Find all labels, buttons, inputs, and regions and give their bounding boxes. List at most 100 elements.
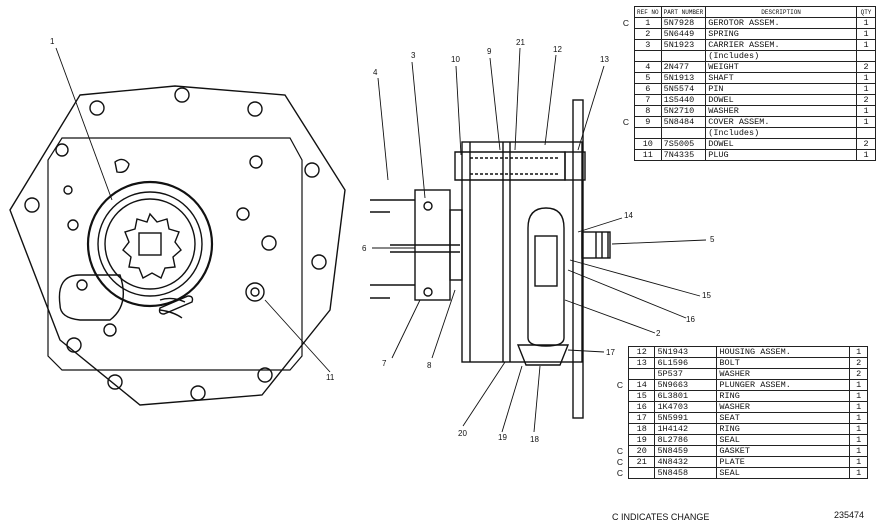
part-description: PLUG	[705, 149, 857, 161]
ref-number: 21	[627, 456, 656, 468]
end-plate-inner-square	[47, 137, 303, 371]
ref-number: 10	[634, 138, 662, 150]
part-number: 5P537	[654, 368, 718, 380]
change-mark	[612, 347, 629, 358]
quantity: 2	[849, 368, 868, 380]
change-mark: C	[616, 457, 624, 467]
part-description: RING	[716, 423, 851, 435]
part-number: 5N6449	[660, 28, 707, 40]
part-number: 5N5574	[660, 83, 707, 95]
change-mark	[618, 40, 635, 51]
quantity: 1	[856, 39, 876, 51]
header-part-number: PART NUMBER	[660, 6, 707, 18]
part-number	[660, 50, 707, 62]
ref-number: 9	[634, 116, 662, 128]
part-description: WASHER	[716, 368, 851, 380]
ref-number: 14	[627, 379, 656, 391]
quantity: 1	[856, 72, 876, 84]
callout-11: 11	[326, 373, 335, 382]
plunger	[527, 207, 565, 347]
part-number: 5N9663	[654, 379, 718, 391]
quantity: 1	[856, 116, 876, 128]
table-row: (Includes)	[618, 50, 876, 62]
part-number: 1K4703	[654, 401, 718, 413]
quantity: 2	[856, 138, 876, 150]
quantity	[856, 127, 876, 139]
callout-16: 16	[686, 315, 695, 324]
ref-number: 13	[627, 357, 656, 369]
part-number: 2N477	[660, 61, 707, 73]
ref-number: 20	[627, 445, 656, 457]
ref-number: 3	[634, 39, 662, 51]
part-number: 8L2786	[654, 434, 718, 446]
part-number: 7S5005	[660, 138, 707, 150]
callout-6: 6	[362, 244, 367, 253]
figure-number: 235474	[834, 510, 865, 520]
part-description: PLUNGER ASSEM.	[716, 379, 851, 391]
quantity: 2	[856, 61, 876, 73]
ref-number: 16	[627, 401, 656, 413]
part-description: (Includes)	[705, 127, 857, 139]
quantity: 1	[856, 28, 876, 40]
ref-number: 6	[634, 83, 662, 95]
part-description: CARRIER ASSEM.	[705, 39, 857, 51]
quantity: 2	[849, 357, 868, 369]
change-mark	[612, 358, 629, 369]
part-description: SHAFT	[705, 72, 857, 84]
part-description: DOWEL	[705, 138, 857, 150]
ref-number: 8	[634, 105, 662, 117]
part-description: SPRING	[705, 28, 857, 40]
change-mark	[612, 369, 629, 380]
part-description: COVER ASSEM.	[705, 116, 857, 128]
change-mark	[612, 424, 629, 435]
change-mark	[618, 29, 635, 40]
change-mark	[612, 402, 629, 413]
change-mark	[618, 84, 635, 95]
callout-2: 2	[656, 329, 661, 338]
quantity: 1	[856, 149, 876, 161]
part-description: (Includes)	[705, 50, 857, 62]
callout-1: 1	[50, 37, 55, 46]
spring-clip	[158, 295, 194, 315]
callout-5: 5	[710, 235, 715, 244]
quantity: 1	[856, 17, 876, 29]
ref-number: 2	[634, 28, 662, 40]
change-mark	[618, 73, 635, 84]
quantity: 1	[849, 412, 868, 424]
change-mark	[612, 391, 629, 402]
part-description: WASHER	[705, 105, 857, 117]
part-number: 5N1943	[654, 346, 718, 358]
change-mark: C	[616, 380, 624, 390]
part-number: 1S5440	[660, 94, 707, 106]
callout-12: 12	[553, 45, 562, 54]
change-mark	[612, 435, 629, 446]
callout-14: 14	[624, 211, 633, 220]
part-number: 5N8458	[654, 467, 718, 479]
change-mark	[618, 95, 635, 106]
part-number	[660, 127, 707, 139]
ref-number: 15	[627, 390, 656, 402]
ref-number: 5	[634, 72, 662, 84]
gerotor-outer	[86, 180, 214, 308]
table-header: REF NO PART NUMBER DESCRIPTION QTY	[618, 6, 876, 18]
part-description: GEROTOR ASSEM.	[705, 17, 857, 29]
ref-number: 12	[627, 346, 656, 358]
part-description: HOUSING ASSEM.	[716, 346, 851, 358]
part-description: SEAL	[716, 467, 851, 479]
